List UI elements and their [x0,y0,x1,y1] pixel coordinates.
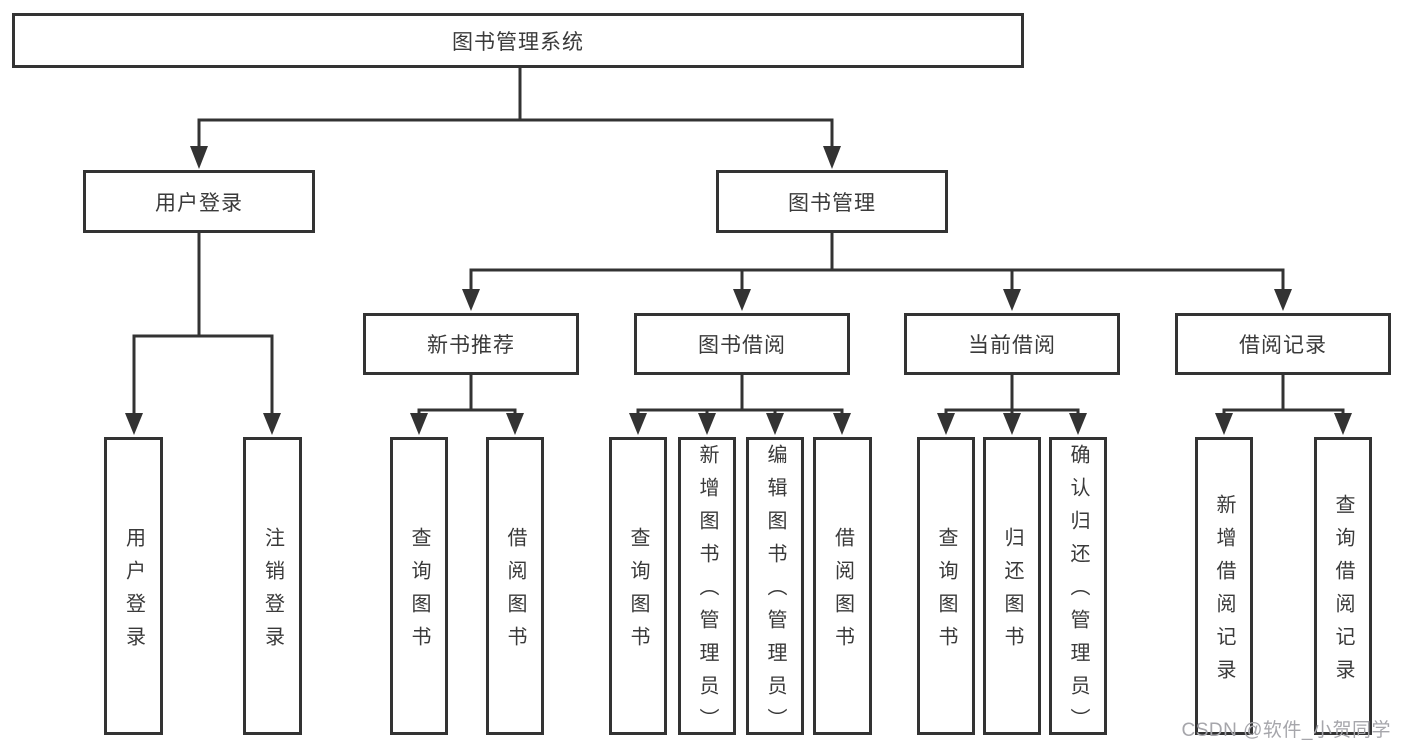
leaf-borrow-book-label: 借阅图书 [831,526,854,659]
node-root: 图书管理系统 [12,13,1024,68]
connector-root-to-level2 [190,66,841,169]
leaf-logout: 注销登录 [243,437,302,735]
leaf-add-borrow-record: 新增借阅记录 [1195,437,1253,735]
leaf-add-borrow-record-label: 新增借阅记录 [1213,493,1235,692]
leaf-logout-label: 注销登录 [261,526,284,659]
node-borrow-record-label: 借阅记录 [1239,334,1327,357]
leaf-confirm-return-admin-label: 确认归还（管理员） [1067,444,1089,741]
connector-bookmgmt-to-level3 [462,231,1292,311]
leaf-query-book-current: 查询图书 [917,437,975,735]
leaf-query-borrow-record: 查询借阅记录 [1314,437,1372,735]
connector-bookborrow-to-leaves [629,373,851,435]
leaf-return-book-label: 归还图书 [1001,526,1023,659]
leaf-return-book: 归还图书 [983,437,1041,735]
node-book-management: 图书管理 [716,170,948,233]
leaf-add-book-admin-label: 新增图书（管理员） [696,444,718,741]
leaf-user-login-label: 用户登录 [122,526,145,659]
leaf-edit-book-admin-label: 编辑图书（管理员） [764,444,786,741]
leaf-borrow-book: 借阅图书 [813,437,872,735]
connector-newbook-to-leaves [410,373,524,435]
leaf-query-book-recommend-label: 查询图书 [408,526,430,659]
leaf-add-book-admin: 新增图书（管理员） [678,437,736,741]
leaf-query-book-current-label: 查询图书 [935,526,957,659]
leaf-query-book-borrow-label: 查询图书 [627,526,649,659]
node-book-management-label: 图书管理 [788,191,876,215]
connector-userlogin-to-leaves [125,231,281,435]
leaf-query-borrow-record-label: 查询借阅记录 [1332,493,1354,692]
csdn-watermark: CSDN @软件_小贺同学 [1181,720,1391,741]
node-new-book-recommend: 新书推荐 [363,313,579,375]
node-book-borrow-label: 图书借阅 [698,334,786,357]
connector-currentborrow-to-leaves [937,373,1087,435]
leaf-borrow-book-recommend-label: 借阅图书 [504,526,526,659]
leaf-query-book-recommend: 查询图书 [390,437,448,735]
connector-borrowrecord-to-leaves [1215,373,1352,435]
node-root-label: 图书管理系统 [452,30,584,54]
leaf-borrow-book-recommend: 借阅图书 [486,437,544,735]
node-current-borrow-label: 当前借阅 [968,334,1056,357]
node-borrow-record: 借阅记录 [1175,313,1391,375]
leaf-query-book-borrow: 查询图书 [609,437,667,735]
node-book-borrow: 图书借阅 [634,313,850,375]
leaf-confirm-return-admin: 确认归还（管理员） [1049,437,1107,741]
node-user-login: 用户登录 [83,170,315,233]
node-current-borrow: 当前借阅 [904,313,1120,375]
node-new-book-recommend-label: 新书推荐 [427,334,515,357]
node-user-login-label: 用户登录 [155,191,243,215]
leaf-user-login: 用户登录 [104,437,163,735]
leaf-edit-book-admin: 编辑图书（管理员） [746,437,804,741]
